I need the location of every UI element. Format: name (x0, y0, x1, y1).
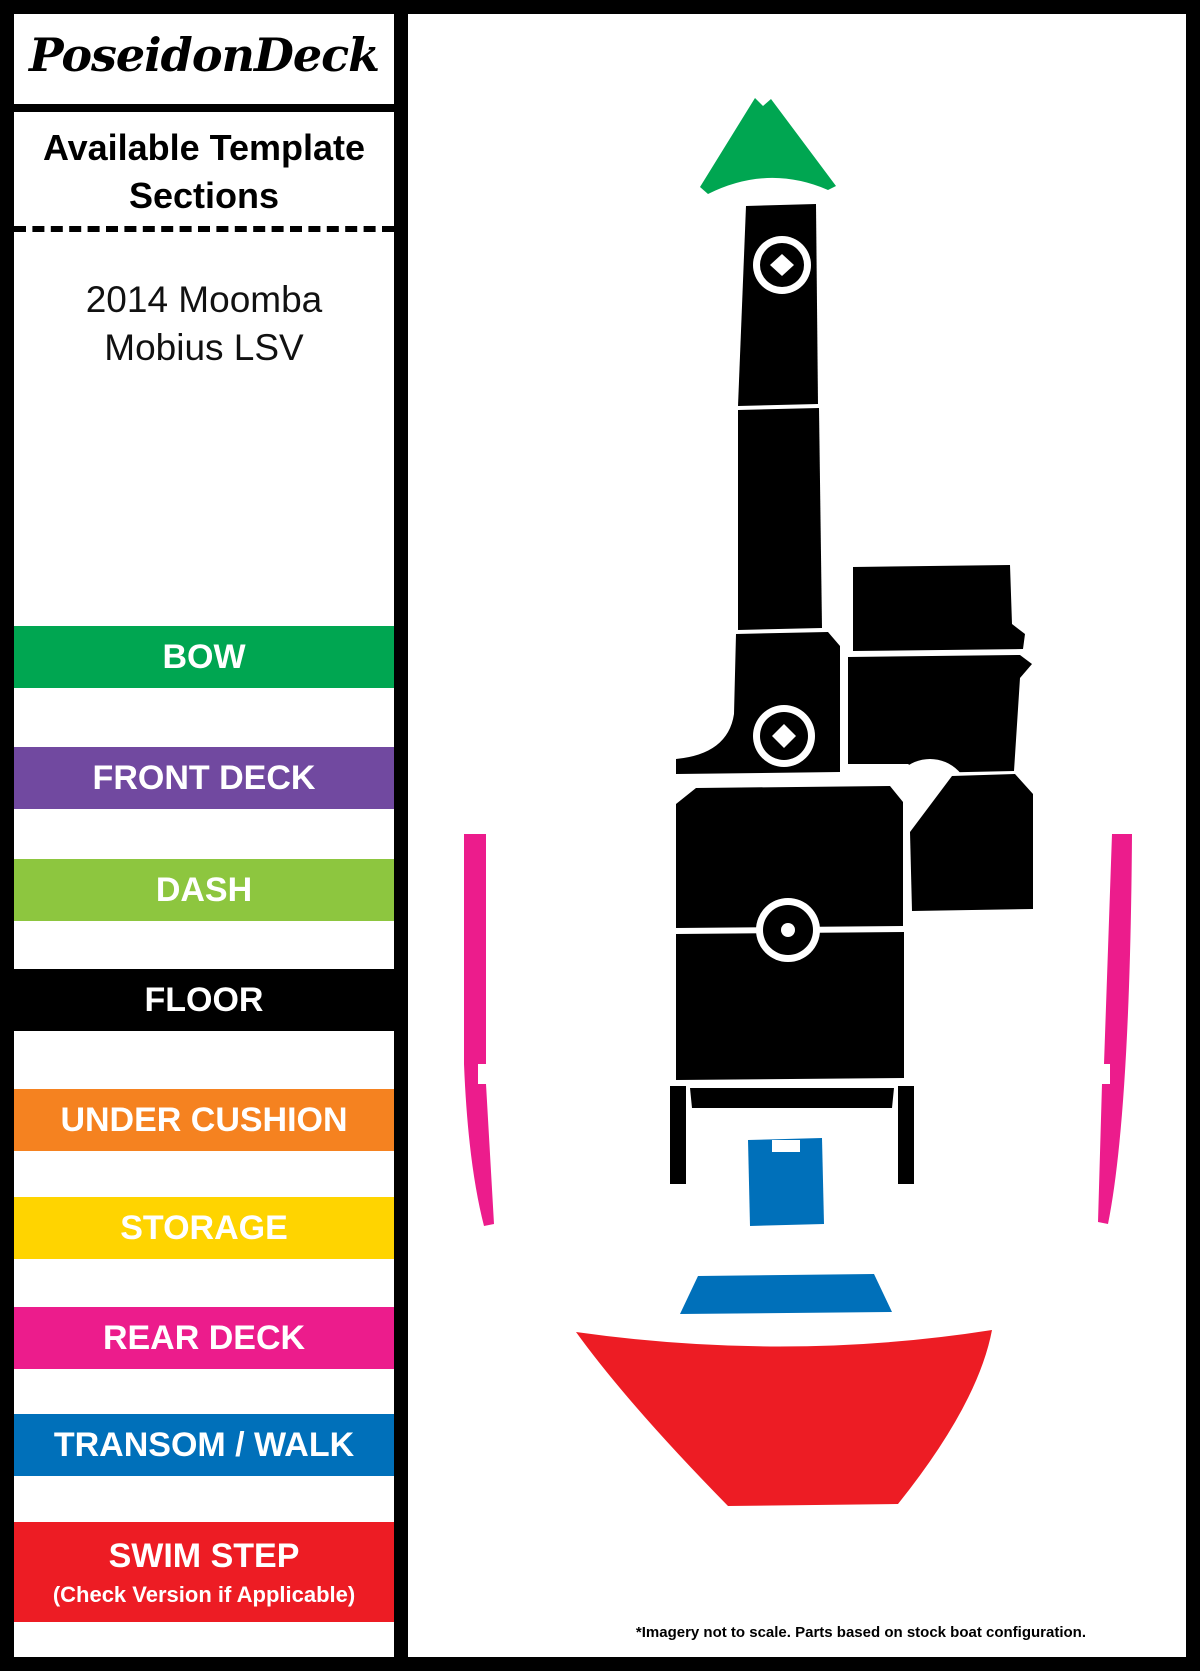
brand-logo: PoseidonDeck (28, 28, 380, 82)
legend-storage: STORAGE (14, 1197, 394, 1259)
transom-walk-notch (772, 1140, 800, 1152)
legend-floor-label: FLOOR (144, 980, 264, 1019)
transom-walk-center (748, 1138, 824, 1226)
floor-strip-middle (738, 408, 822, 630)
sections-title: Available Template Sections (14, 124, 394, 220)
legend-front-deck: FRONT DECK (14, 747, 394, 809)
diagram-panel: *Imagery not to scale. Parts based on st… (408, 14, 1186, 1657)
floor-side-upper (853, 565, 1025, 651)
floor-runner-left (670, 1086, 686, 1184)
brand-header: PoseidonDeck (14, 14, 394, 112)
boat-model: 2014 Moomba Mobius LSV (14, 276, 394, 372)
floor-center-upper (676, 786, 903, 928)
sections-title-line2: Sections (128, 175, 280, 216)
legend-swim-step: SWIM STEP (Check Version if Applicable) (14, 1522, 394, 1622)
legend-swim-step-label: SWIM STEP (108, 1536, 300, 1575)
floor-side-lower (910, 774, 1033, 911)
model-line1: 2014 Moomba (85, 279, 323, 320)
rear-deck-right (1098, 834, 1132, 1224)
floor-runner-right (898, 1086, 914, 1184)
legend-under-cushion-label: UNDER CUSHION (60, 1100, 348, 1139)
dashed-divider (14, 226, 394, 232)
floor-center-lower (676, 932, 904, 1080)
floor-strip-front (738, 204, 818, 406)
legend-storage-label: STORAGE (120, 1208, 288, 1247)
legend-swim-step-sublabel: (Check Version if Applicable) (52, 1581, 356, 1607)
legend-rear-deck: REAR DECK (14, 1307, 394, 1369)
bow-pad (700, 98, 836, 194)
sections-title-line1: Available Template (42, 127, 366, 168)
disclaimer-note: *Imagery not to scale. Parts based on st… (635, 1624, 1086, 1641)
model-line2: Mobius LSV (104, 327, 304, 368)
legend-front-deck-label: FRONT DECK (92, 758, 316, 797)
legend-rear-deck-label: REAR DECK (102, 1318, 306, 1357)
legend-floor: FLOOR (14, 969, 394, 1031)
legend-bow-label: BOW (162, 637, 246, 676)
legend-transom-walk: TRANSOM / WALK (14, 1414, 394, 1476)
floor-side-middle (848, 655, 1032, 773)
legend-bow: BOW (14, 626, 394, 688)
legend-panel: PoseidonDeck Available Template Sections… (14, 14, 394, 1657)
transom-walk-lower (680, 1274, 892, 1314)
rear-deck-left (464, 834, 494, 1226)
legend-dash: DASH (14, 859, 394, 921)
legend-dash-label: DASH (155, 870, 253, 909)
legend-transom-walk-label: TRANSOM / WALK (53, 1425, 355, 1464)
boat-deck-diagram (464, 98, 1132, 1506)
swim-step (576, 1330, 992, 1506)
legend-under-cushion: UNDER CUSHION (14, 1089, 394, 1151)
floor-rear-bar (690, 1088, 894, 1108)
